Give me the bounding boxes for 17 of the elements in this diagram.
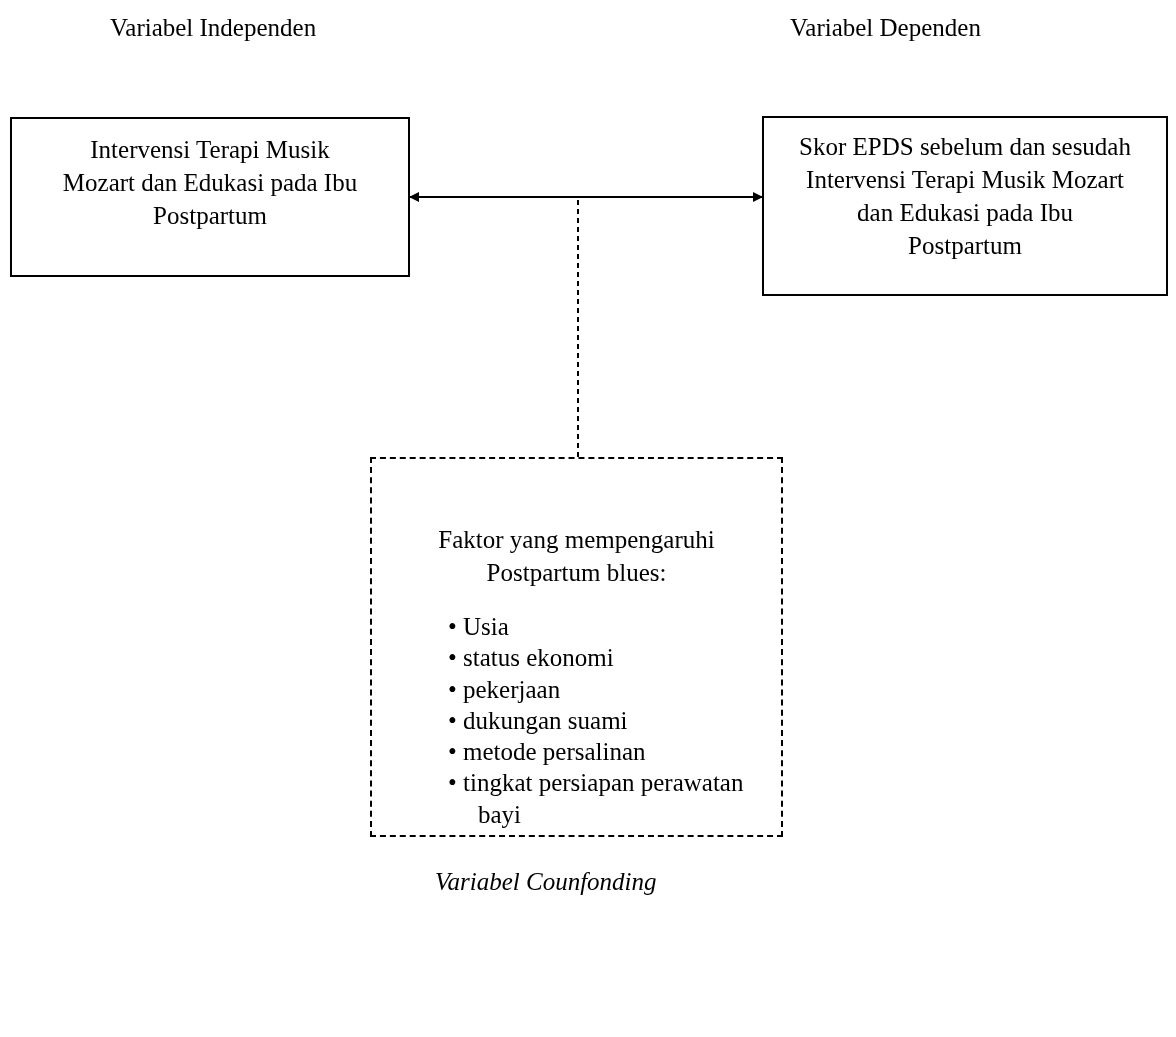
list-item: • dukungan suami bbox=[448, 705, 629, 736]
variable-label: Variabel Dependen bbox=[790, 14, 981, 42]
list-item: • pekerjaan bbox=[448, 674, 562, 705]
list-item: • tingkat persiapan perawatan bayi bbox=[448, 768, 745, 830]
list-item: • metode persalinan bbox=[448, 737, 647, 767]
dashed-line bbox=[577, 197, 579, 458]
box-heading: Faktor yang mempengaruhi Postpartum blues: bbox=[437, 525, 716, 588]
list-item: • Usia bbox=[448, 612, 510, 642]
variable-box bbox=[762, 116, 1168, 296]
arrow bbox=[409, 192, 763, 202]
box-text: Intervensi Terapi Musik Mozart dan Edukasi pada Ibu Postpartum bbox=[62, 135, 358, 231]
variable-label: Variabel Counfonding bbox=[435, 868, 657, 896]
variable-box bbox=[10, 117, 410, 277]
variable-label: Variabel Independen bbox=[110, 14, 317, 42]
list-item: • status ekonomi bbox=[448, 643, 615, 674]
box-text: Skor EPDS sebelum dan sesudah Intervensi Terapi Musik Mozart dan Edukasi pada Ibu Postpartum bbox=[798, 132, 1132, 261]
factor-box bbox=[370, 457, 783, 837]
